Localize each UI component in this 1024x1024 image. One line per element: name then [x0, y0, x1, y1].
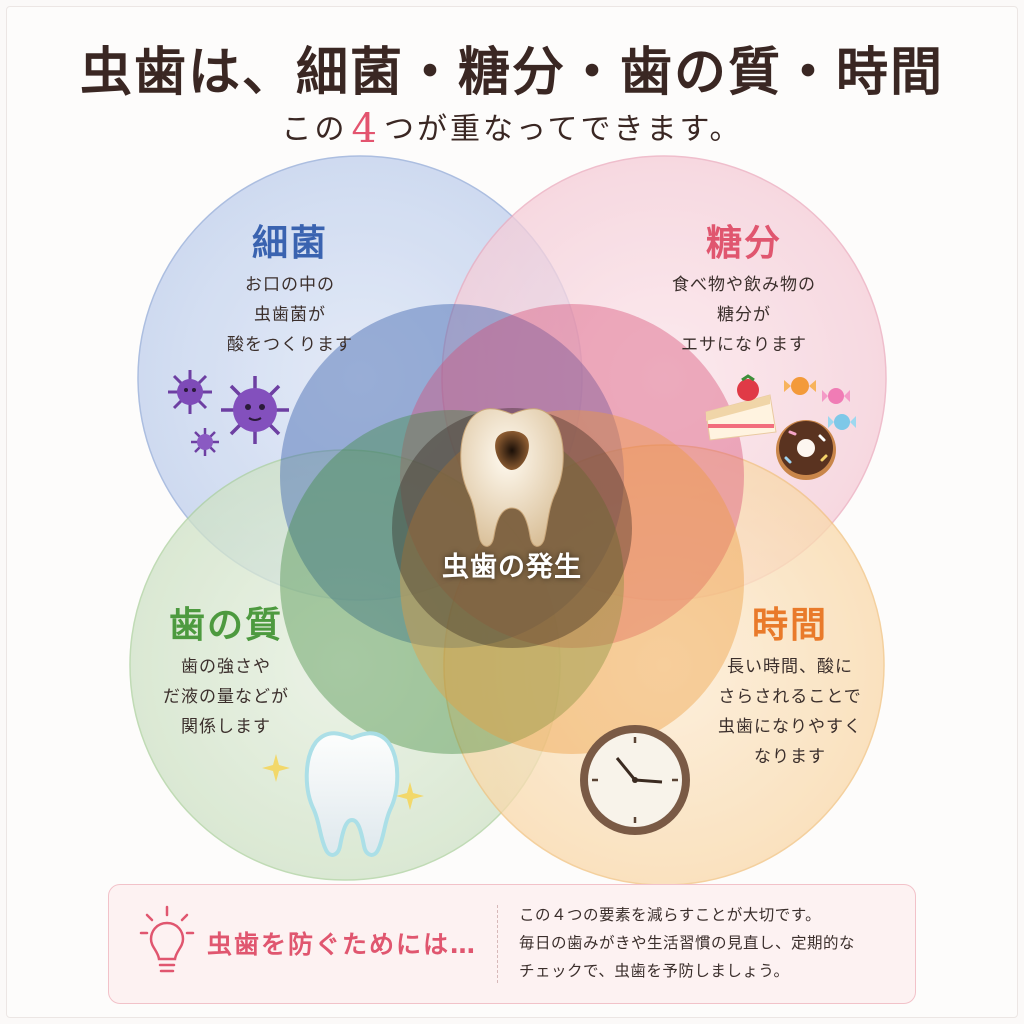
time-description: 長い時間、酸に さらされることで 虫歯になりやすく なります — [680, 652, 900, 772]
cake-icon — [705, 374, 777, 441]
bacteria-desc-line: 虫歯菌が — [254, 305, 326, 325]
prevention-text-line: 毎日の歯みがきや生活習慣の見直し、定期的な — [519, 934, 856, 952]
tooth-quality-desc-line: だ液の量などが — [163, 687, 289, 707]
tooth-quality-label: 歯の質 — [168, 605, 283, 646]
time-label: 時間 — [751, 605, 828, 646]
prevention-text-line: この４つの要素を減らすことが大切です。 — [519, 906, 822, 924]
time-desc-line: 長い時間、酸に — [727, 657, 853, 677]
tooth-quality-desc-line: 関係します — [181, 717, 271, 737]
prevention-text-line: チェックで、虫歯を予防しましょう。 — [519, 962, 790, 980]
healthy-tooth-icon — [304, 731, 400, 857]
sparkle-icon — [262, 754, 424, 810]
tooth-quality-description: 歯の強さや だ液の量などが 関係します — [136, 652, 316, 742]
bacteria-inner-circle — [280, 304, 624, 648]
center-label: 虫歯の発生 — [442, 552, 582, 583]
subtitle-before: この — [281, 112, 348, 147]
subtitle-number: 4 — [351, 106, 380, 152]
prevention-title: 虫歯を防ぐためには… — [207, 930, 478, 959]
bacteria-description: お口の中の 虫歯菌が 酸をつくります — [190, 270, 390, 360]
time-desc-line: なります — [754, 747, 826, 767]
bacteria-desc-line: お口の中の — [245, 275, 335, 295]
clock-icon — [580, 725, 690, 835]
cavity-tooth-icon — [460, 408, 564, 547]
sugar-desc-line: 食べ物や飲み物の — [672, 275, 816, 295]
tooth-quality-desc-line: 歯の強さや — [181, 657, 271, 677]
sugar-desc-line: エサになります — [681, 335, 807, 355]
sugar-label: 糖分 — [705, 223, 782, 264]
bacteria-label: 細菌 — [251, 223, 328, 264]
prevention-box: 虫歯を防ぐためには… この４つの要素を減らすことが大切です。 毎日の歯みがきや生… — [108, 884, 916, 1004]
sugar-inner-circle — [400, 304, 744, 648]
sugar-description: 食べ物や飲み物の 糖分が エサになります — [634, 270, 854, 360]
subtitle-after: つが重なってできます。 — [383, 112, 743, 147]
lightbulb-icon — [139, 905, 195, 973]
candy-icon — [784, 377, 856, 430]
prevention-divider — [497, 905, 498, 983]
bacteria-desc-line: 酸をつくります — [227, 335, 353, 355]
center-overlap — [392, 408, 632, 648]
bacteria-icon — [168, 370, 289, 456]
prevention-text: この４つの要素を減らすことが大切です。 毎日の歯みがきや生活習慣の見直し、定期的… — [519, 901, 909, 985]
time-desc-line: さらされることで — [718, 687, 862, 707]
page-title: 虫歯は、細菌・糖分・歯の質・時間 — [79, 42, 944, 103]
donut-icon — [776, 420, 836, 480]
sugar-desc-line: 糖分が — [717, 305, 771, 325]
time-desc-line: 虫歯になりやすく — [718, 717, 862, 737]
